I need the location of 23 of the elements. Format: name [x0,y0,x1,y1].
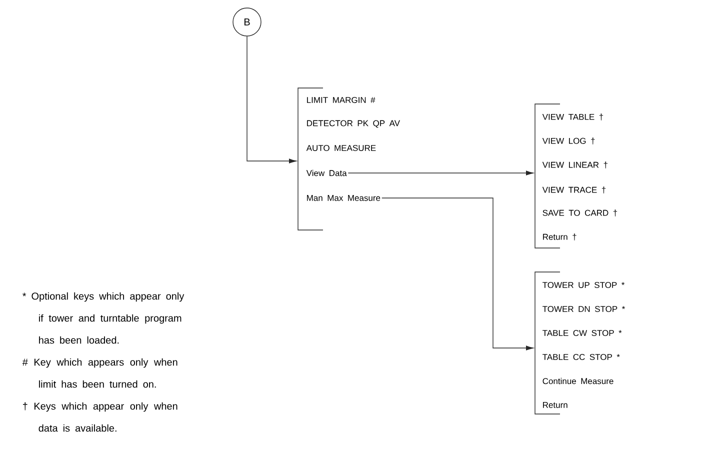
menu-item: SAVE TO CARD † [542,210,618,216]
menu-item: VIEW TABLE † [542,114,604,120]
menu-item: TOWER DN STOP * [542,306,625,312]
menu-item: Continue Measure [542,378,614,384]
menu-item: LIMIT MARGIN # [307,97,376,103]
menu-item: TOWER UP STOP * [542,282,625,288]
menu-item: View Data [306,170,347,176]
menu-item: VIEW TRACE † [542,186,606,194]
note: † Keys which appear only when data is available. [23,402,178,432]
arrow [382,198,534,350]
menu-item: DETECTOR PK QP AV [307,120,400,128]
menu-item: Return † [543,234,576,240]
note: * Optional keys which appear only if tower and turntable program has been loaded. [22,292,184,344]
note: # Key which appears only when limit has been turned on. [22,358,178,388]
menu-item: VIEW LOG † [542,138,595,144]
arrow [246,36,296,164]
menu-item: Return [543,402,568,408]
menu-item: Man Max Measure [307,195,380,201]
menu-item: AUTO MEASURE [306,145,376,151]
arrow [348,170,534,176]
menu-item: TABLE CC STOP * [542,354,620,360]
menu-item: VIEW LINEAR † [542,162,608,168]
menu-item: TABLE CW STOP * [542,330,622,336]
